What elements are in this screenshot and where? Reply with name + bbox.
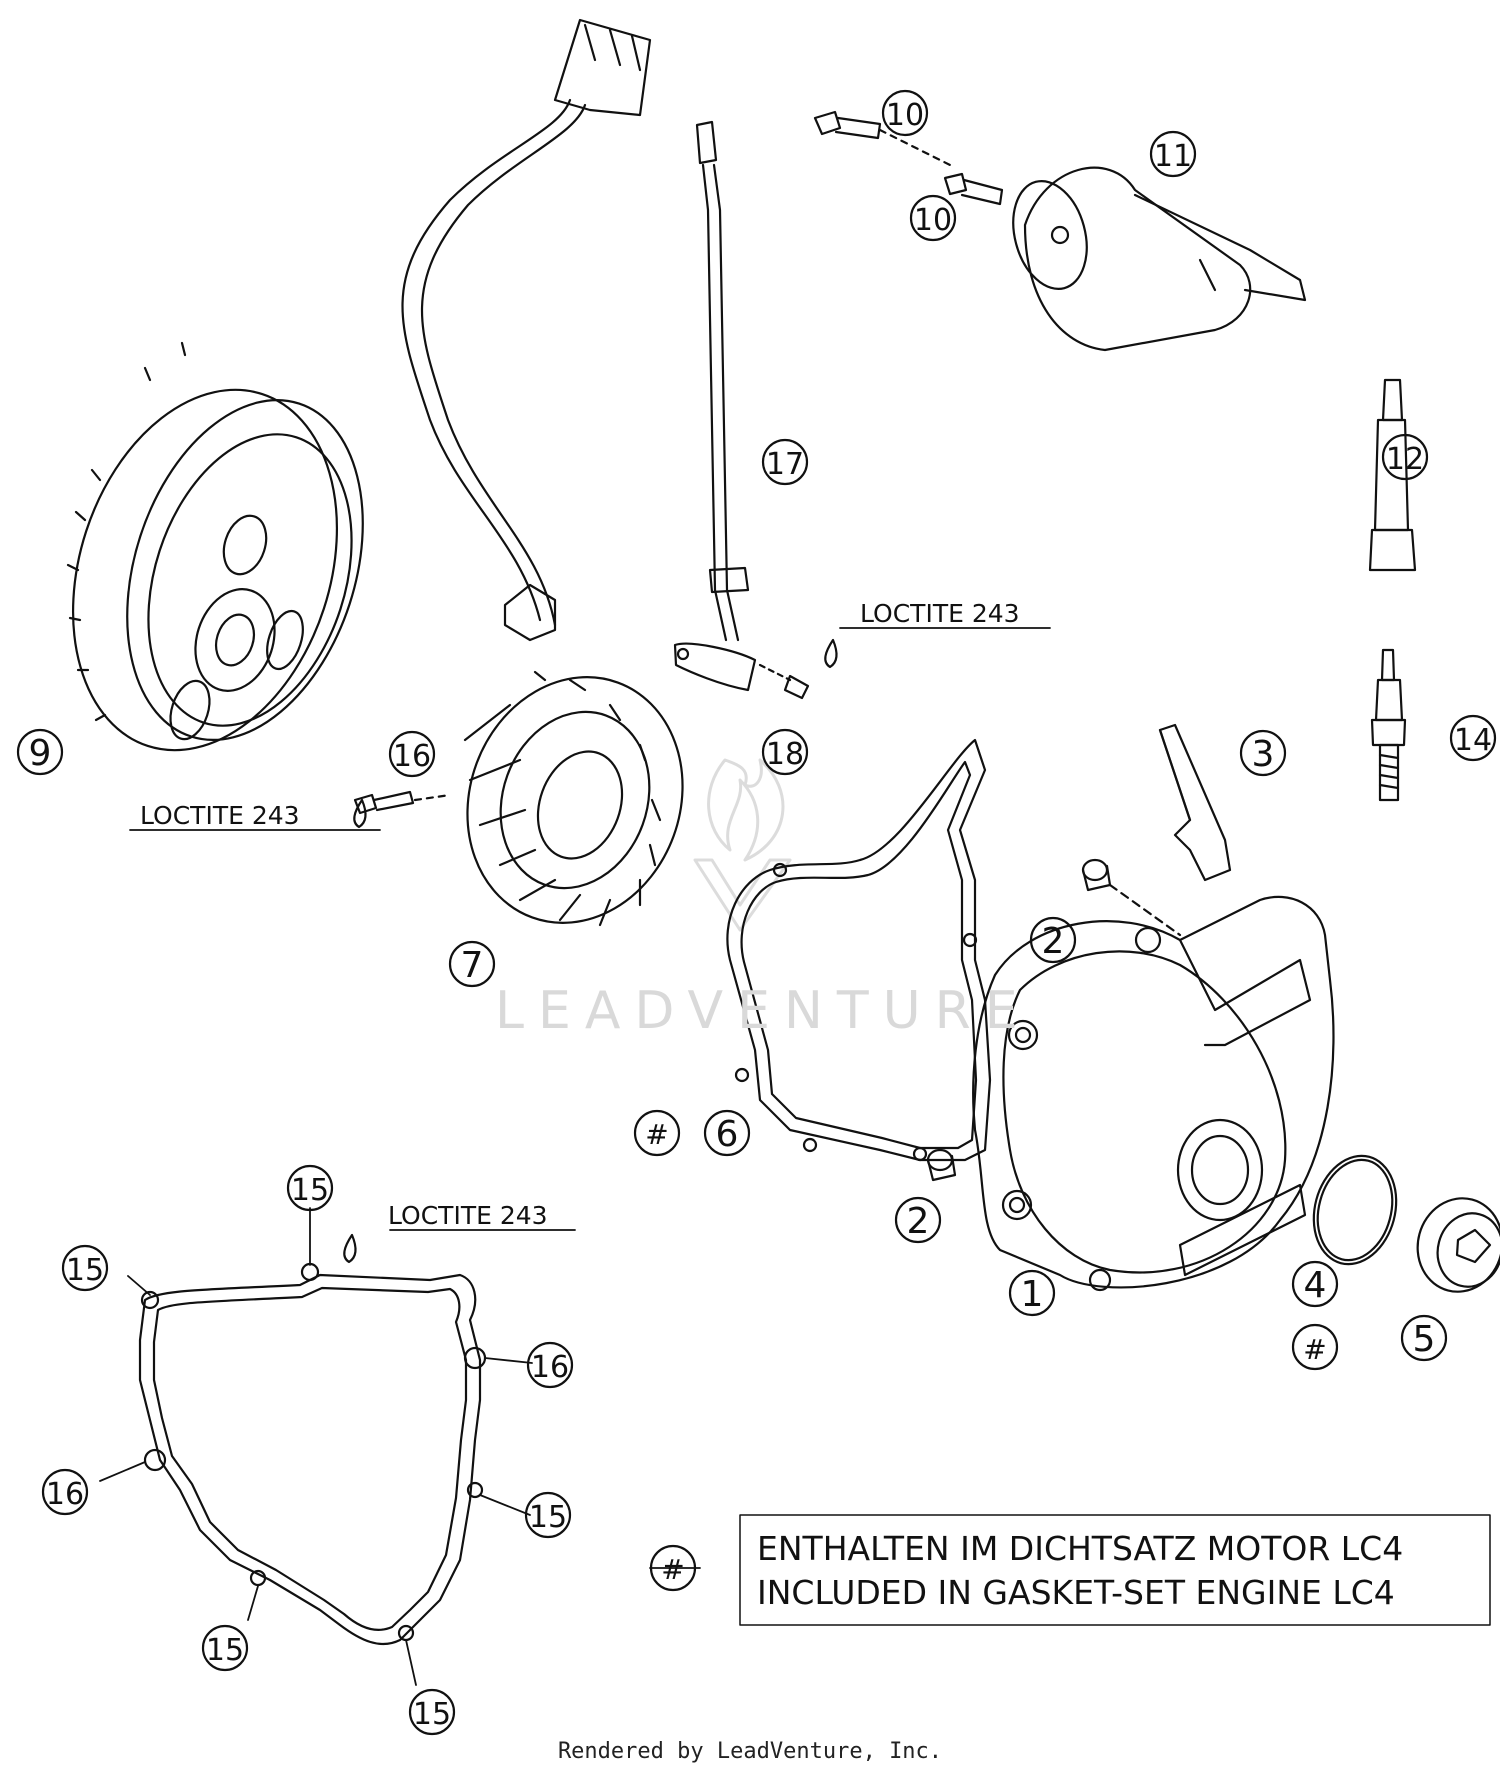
callout-6: 6: [716, 1114, 739, 1155]
callout-5: 5: [1413, 1319, 1436, 1360]
callout-18: 18: [766, 737, 804, 772]
ignition-cover: [972, 895, 1335, 1292]
callout-12: 12: [1386, 442, 1424, 477]
starter-motor: [813, 110, 1307, 352]
callout-2-upper: 2: [1042, 921, 1065, 962]
callout-4-hash: #: [1303, 1333, 1326, 1366]
pulse-generator: [673, 120, 810, 700]
cover-plate: [1158, 723, 1232, 882]
leader-lines: [99, 627, 1051, 1686]
callout-14: 14: [1454, 723, 1492, 758]
watermark-logo: [693, 758, 792, 932]
callout-11: 11: [1154, 139, 1192, 174]
gasket-upper: [726, 738, 992, 1162]
callout-16-a: 16: [531, 1350, 569, 1385]
callout-15-b: 15: [66, 1253, 104, 1288]
screw-plug: [1416, 1197, 1500, 1293]
footer-credit: Rendered by LeadVenture, Inc.: [558, 1739, 942, 1764]
callout-2-lower: 2: [907, 1201, 930, 1242]
legend-line-1: ENTHALTEN IM DICHTSATZ MOTOR LC4: [757, 1529, 1403, 1568]
callout-16-b: 16: [393, 739, 431, 774]
stator: [401, 18, 684, 927]
o-ring: [1312, 1154, 1398, 1266]
callout-17: 17: [766, 447, 804, 482]
stator-bolt: [353, 790, 452, 815]
legend-box: [739, 1514, 1491, 1626]
callout-10-lower: 10: [914, 203, 952, 238]
watermark: LEADVENTURE: [495, 981, 1032, 1041]
loctite-note-b: LOCTITE 243: [140, 801, 300, 830]
callout-16-c: 16: [46, 1477, 84, 1512]
flywheel-rotor: [66, 341, 364, 752]
callout-10-upper: 10: [886, 98, 924, 133]
dowel-pin: [926, 858, 1182, 1182]
callout-15-d: 15: [206, 1633, 244, 1668]
callout-4: 4: [1304, 1265, 1327, 1306]
callout-7: 7: [461, 945, 484, 986]
legend-hash: #: [661, 1553, 684, 1586]
loctite-note-a: LOCTITE 243: [860, 599, 1020, 628]
spark-plug: [1370, 648, 1407, 802]
loctite-drop: [343, 638, 838, 1264]
legend-line-2: INCLUDED IN GASKET-SET ENGINE LC4: [757, 1573, 1395, 1612]
callout-6-hash: #: [645, 1118, 668, 1151]
gasket-lower: [138, 1262, 487, 1645]
spark-plug-connector: [1368, 378, 1417, 572]
callout-15-a: 15: [291, 1173, 329, 1208]
callout-9: 9: [29, 733, 52, 774]
callout-15-e: 15: [413, 1697, 451, 1732]
callout-15-c: 15: [529, 1500, 567, 1535]
loctite-note-c: LOCTITE 243: [388, 1201, 548, 1230]
callout-3: 3: [1252, 734, 1275, 775]
callout-1: 1: [1021, 1274, 1044, 1315]
